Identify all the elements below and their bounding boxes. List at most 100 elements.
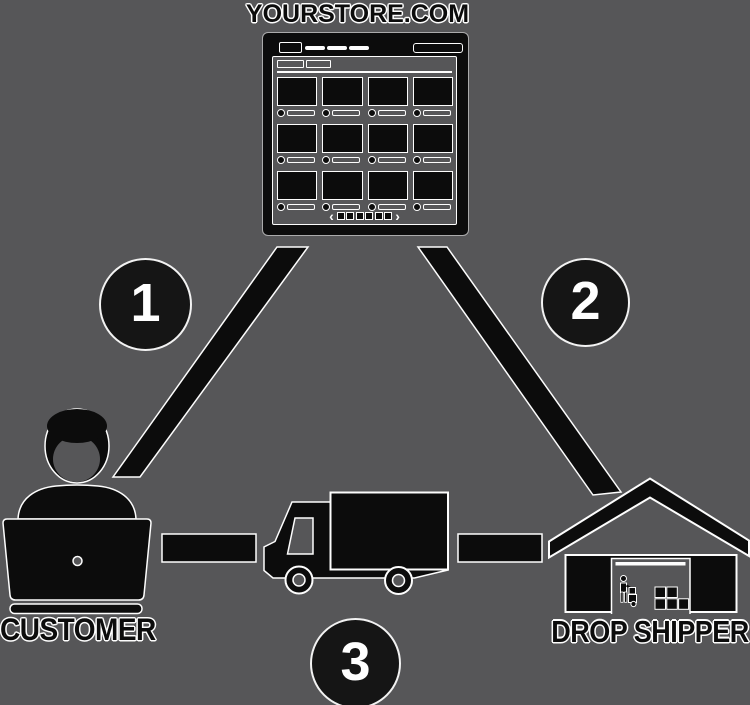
product-card <box>322 171 363 211</box>
product-title-line <box>377 110 406 116</box>
parcel <box>654 598 666 610</box>
menu-dash <box>305 46 325 50</box>
flow-bar-3-left <box>161 533 257 563</box>
pagination-next-icon: › <box>395 208 400 224</box>
worker-icon <box>620 575 637 608</box>
product-caption <box>277 156 317 164</box>
face-icon <box>53 436 100 482</box>
product-card <box>322 124 363 164</box>
hair-icon <box>47 409 107 443</box>
truck-window <box>286 517 314 555</box>
warehouse-roof <box>548 477 750 560</box>
step-badge-1: 1 <box>99 258 192 351</box>
product-caption <box>322 109 362 117</box>
menu-dash <box>327 46 347 50</box>
worker-head <box>620 575 627 582</box>
product-image <box>277 124 318 153</box>
product-caption <box>412 109 453 117</box>
product-title-line <box>377 204 406 210</box>
product-dot-icon <box>322 156 331 164</box>
step-number: 1 <box>130 272 161 333</box>
product-card <box>367 171 408 211</box>
product-title-line <box>422 157 451 163</box>
product-caption <box>412 203 453 211</box>
store-title: YOURSTORE.COM <box>245 0 470 28</box>
product-title-line <box>377 157 406 163</box>
worker-leg <box>624 591 628 603</box>
store-window: ‹ › <box>262 32 469 236</box>
laptop-base <box>9 603 143 615</box>
product-image <box>367 124 408 153</box>
torso-icon <box>17 484 137 520</box>
product-title-line <box>332 110 361 116</box>
pagination-page-square <box>355 212 364 220</box>
product-dot-icon <box>367 109 376 117</box>
product-caption <box>322 203 362 211</box>
pagination-prev-icon: ‹ <box>329 208 334 224</box>
rolling-door-bar <box>615 562 686 566</box>
pagination: ‹ › <box>273 208 456 224</box>
product-caption <box>277 203 317 211</box>
product-dot-icon <box>412 109 421 117</box>
product-card <box>277 124 318 164</box>
product-dot-icon <box>367 203 376 211</box>
product-title-line <box>287 110 315 116</box>
product-image <box>322 77 363 106</box>
product-caption <box>322 156 362 164</box>
product-card <box>412 171 453 211</box>
product-image <box>367 171 408 200</box>
product-dot-icon <box>277 203 285 211</box>
product-dot-icon <box>277 156 285 164</box>
product-image <box>322 171 363 200</box>
parcel <box>678 598 690 610</box>
product-title-line <box>287 157 315 163</box>
flow-bar-1 <box>111 246 310 478</box>
truck-rear-hub <box>391 573 406 588</box>
filter-chip <box>277 60 304 68</box>
product-dot-icon <box>322 203 331 211</box>
toolbar-divider <box>277 71 452 73</box>
customer-label: CUSTOMER <box>0 612 156 647</box>
flow-bar-2 <box>416 246 623 496</box>
worker-leg <box>620 591 624 603</box>
product-dot-icon <box>277 109 285 117</box>
product-dot-icon <box>367 156 376 164</box>
dolly-wheel <box>630 600 637 608</box>
parcel-stack-icon <box>654 586 690 610</box>
parcel <box>654 586 666 598</box>
product-card <box>367 124 408 164</box>
dolly-box-top <box>628 587 636 595</box>
product-title-line <box>422 110 451 116</box>
store-content-panel: ‹ › <box>272 56 457 225</box>
product-card <box>367 77 408 117</box>
flow-bar-3-right <box>457 533 543 563</box>
truck-icon <box>263 491 449 595</box>
product-card <box>412 124 453 164</box>
filter-chip <box>306 60 331 68</box>
product-card <box>412 77 453 117</box>
worker-body <box>620 582 627 593</box>
product-caption <box>367 109 408 117</box>
store-search-box <box>413 43 463 53</box>
product-card <box>322 77 363 117</box>
product-caption <box>277 109 317 117</box>
product-title-line <box>332 204 361 210</box>
step-badge-3: 3 <box>310 618 401 705</box>
product-caption <box>367 156 408 164</box>
pagination-page-square <box>384 212 393 220</box>
pagination-page-square <box>346 212 355 220</box>
product-title-line <box>422 204 451 210</box>
product-dot-icon <box>412 203 421 211</box>
product-grid <box>277 77 453 211</box>
pagination-page-square <box>336 212 345 220</box>
product-image <box>412 124 453 153</box>
product-image <box>322 124 363 153</box>
parcel <box>666 586 678 598</box>
drop-shipper-label: DROP SHIPPER <box>551 615 749 649</box>
menu-dash <box>349 46 369 50</box>
pagination-page-square <box>374 212 383 220</box>
store-logo-chip <box>279 42 302 53</box>
truck-front-hub <box>292 573 306 587</box>
product-caption <box>412 156 453 164</box>
warehouse-icon <box>548 477 750 614</box>
